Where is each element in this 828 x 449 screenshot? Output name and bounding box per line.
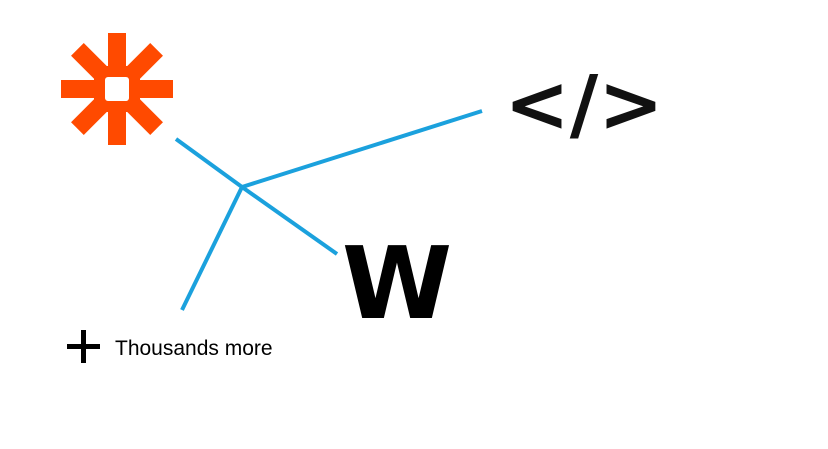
thousands-more-label: Thousands more	[115, 337, 273, 360]
zapier-asterisk-icon	[61, 33, 173, 145]
code-brackets-icon: </>	[504, 60, 663, 150]
connector-to-webflow	[240, 185, 339, 256]
connector-to-more	[180, 186, 244, 311]
connector-to-zapier	[174, 137, 244, 189]
connector-to-code	[241, 109, 483, 189]
plus-icon	[67, 330, 100, 363]
webflow-w-icon: W	[342, 225, 452, 342]
